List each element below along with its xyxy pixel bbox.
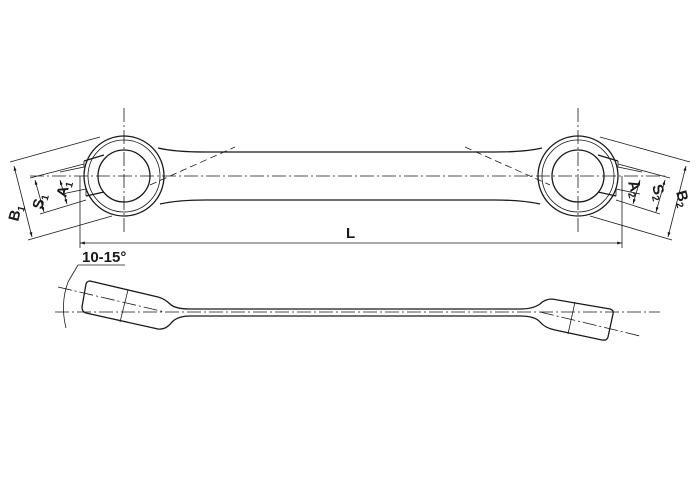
left-head-tilt-line [57,286,166,313]
a2-label: A2 [622,179,645,200]
b1-dimension [13,165,33,238]
wrench-side-profile [81,280,614,341]
left-ring-head [59,135,165,217]
angle-arc [63,281,69,329]
angle-label: 10-15° [82,249,126,266]
s2-label: S2 [646,183,668,203]
length-label: L [346,225,355,242]
handle-bottom-edge [159,199,541,205]
s2-dimension [655,179,666,213]
right-ring-head [537,135,643,217]
a2-dimension [632,179,641,205]
top-view: B1 S1 A1 A2 S2 B2 L [5,108,693,248]
b1-label: B1 [5,202,28,223]
s1-dimension [34,179,45,213]
right-head-tilt-line [539,311,641,337]
b2-dimension [667,165,687,238]
b2-label: B2 [670,189,693,210]
side-view: 10-15° [55,249,660,341]
right-head-axis [464,146,551,186]
a1-label: A1 [53,178,76,199]
s1-label: S1 [29,191,51,211]
a1-dimension [59,179,68,205]
handle-top-edge [157,147,543,153]
